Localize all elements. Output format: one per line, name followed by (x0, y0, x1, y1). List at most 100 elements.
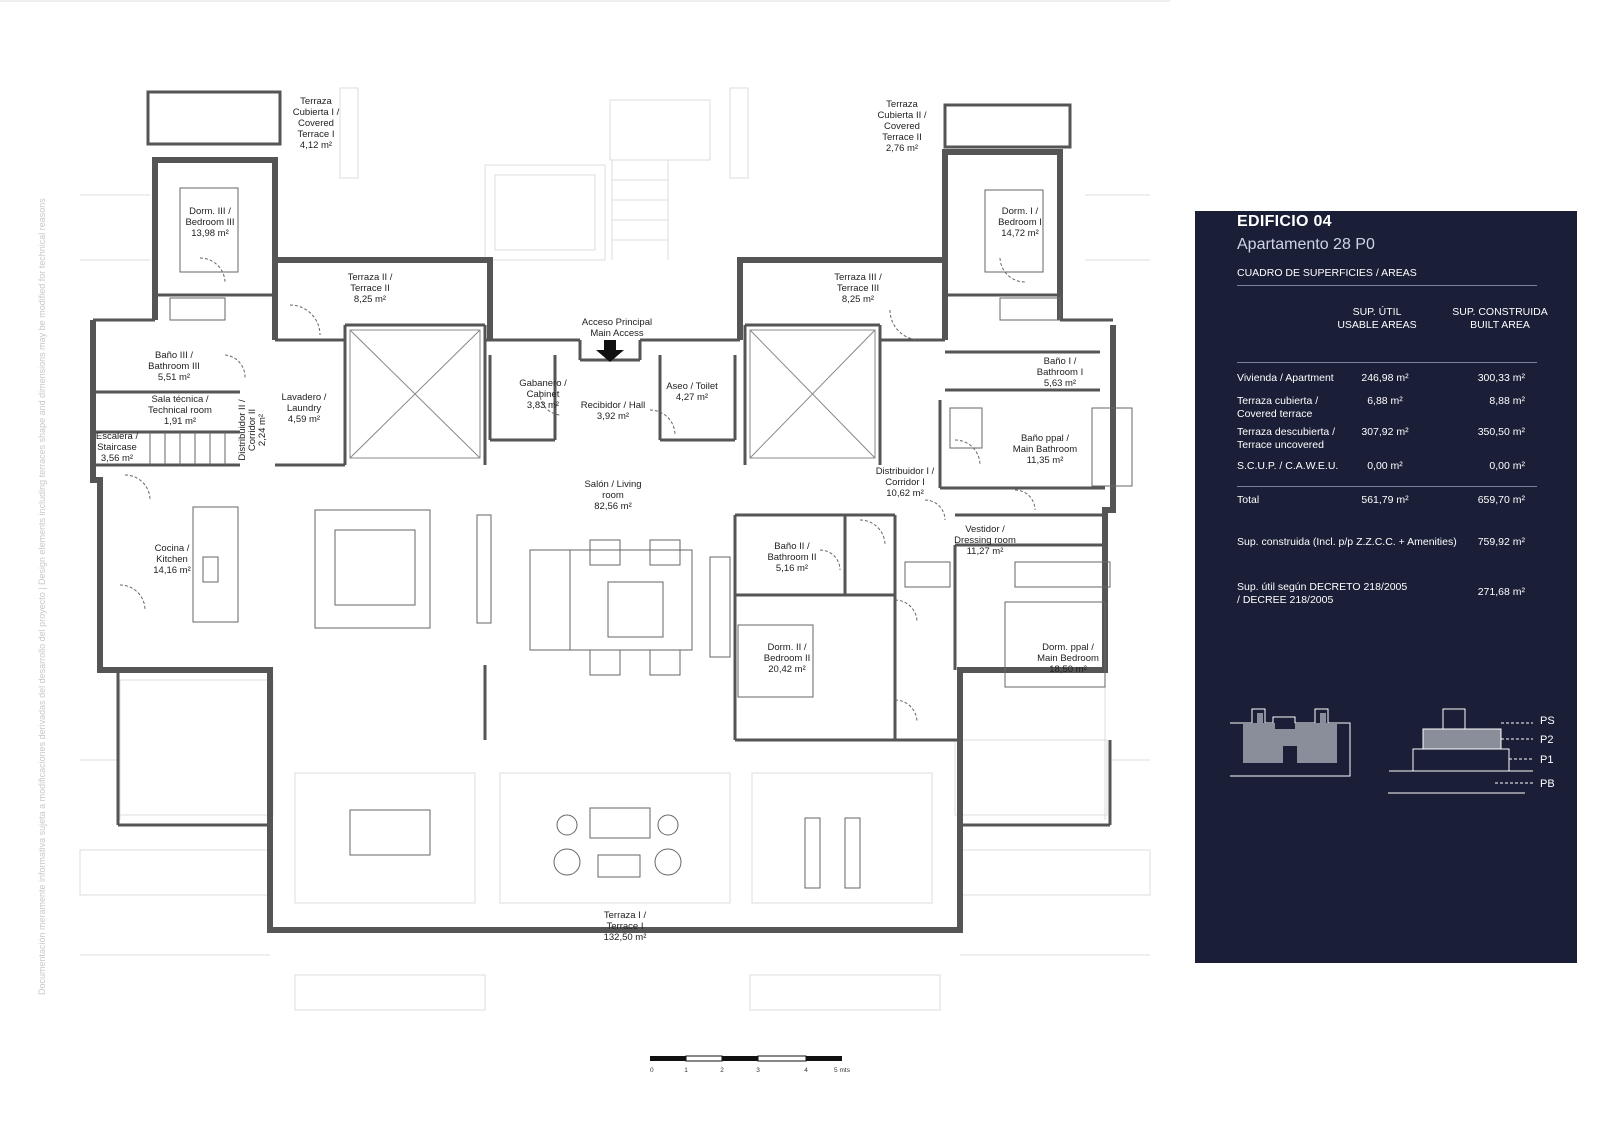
room-label-line: 5,63 m² (1044, 378, 1076, 389)
room-label-line: Bedroom II (764, 653, 810, 664)
furniture (169, 187, 1133, 889)
area-row-label-line: Terrace uncovered (1237, 439, 1324, 451)
room-label-line: 3,92 m² (597, 411, 629, 422)
room-label-line: Terrace II (350, 283, 390, 294)
room-label-line: Baño II / (774, 541, 810, 552)
area-row-label-line: Terraza descubierta / (1237, 426, 1336, 438)
room-label-line: 3,56 m² (101, 453, 133, 464)
usable-area-value: 6,88 m² (1367, 395, 1403, 407)
room-label-line: 2,76 m² (886, 143, 918, 154)
room-label-line: 2,24 m² (257, 414, 268, 446)
room-label-line: Laundry (287, 403, 322, 414)
room-label-line: 132,50 m² (604, 932, 647, 943)
room-label-line: 4,12 m² (300, 140, 332, 151)
room-label-line: Sala técnica / (151, 394, 208, 405)
area-row-label-line: Covered terrace (1237, 408, 1313, 420)
room-label-line: Kitchen (156, 554, 188, 565)
level-ps: PS (1540, 715, 1555, 727)
built-area-header: SUP. CONSTRUIDA BUILT AREA (1452, 306, 1548, 331)
room-label-line: Terraza I / (604, 910, 647, 921)
building-title: EDIFICIO 04 (1237, 213, 1332, 230)
room-label-line: Main Bathroom (1013, 444, 1078, 455)
room-label-line: Corridor I (885, 477, 925, 488)
room-label-line: Covered (884, 121, 920, 132)
usable-area-value: 0,00 m² (1367, 460, 1403, 472)
room-label-line: Terrace II (882, 132, 922, 143)
exterior-walls (90, 149, 1116, 933)
room-label-line: 4,27 m² (676, 392, 708, 403)
room-label-line: Technical room (148, 405, 212, 416)
room-label-line: 11,27 m² (967, 546, 1004, 557)
room-label-line: Lavadero / (282, 392, 327, 403)
room-label-line: Main Access (590, 328, 644, 339)
area-row-label: S.C.U.P. / C.A.W.E.U. (1237, 460, 1338, 473)
room-label-line: 14,16 m² (153, 565, 191, 576)
room-label-line: 5,16 m² (776, 563, 808, 574)
interior-walls (93, 293, 1113, 827)
room-label-line: Terraza II / (348, 272, 393, 283)
area-row-label: Terraza cubierta /Covered terrace (1237, 395, 1318, 421)
room-label-line: Staircase (97, 442, 137, 453)
level-pb: PB (1540, 778, 1555, 790)
staircase-steps (149, 432, 226, 465)
built-area-value: 350,50 m² (1477, 426, 1525, 438)
room-label-line: Bathroom I (1037, 367, 1083, 378)
usable-area-value: 246,98 m² (1361, 372, 1409, 384)
room-label-line: Bedroom I (998, 217, 1042, 228)
room-label-line: Baño III / (155, 350, 193, 361)
room-label-line: Dorm. II / (767, 642, 806, 653)
room-label-line: Baño ppal / (1021, 433, 1069, 444)
level-p1: P1 (1540, 754, 1554, 766)
room-label-corridor-2: Distribuidor II /Corridor II2,24 m² (237, 399, 268, 461)
context-linework (0, 0, 1170, 1011)
light-shafts (349, 329, 876, 459)
room-label-line: Dorm. I / (1002, 206, 1039, 217)
covered-terraces (146, 90, 1072, 149)
area-row-label: Vivienda / Apartment (1237, 372, 1334, 385)
room-label-line: 13,98 m² (191, 228, 229, 239)
room-label-line: Terraza III / (834, 272, 882, 283)
room-label-line: 1,91 m² (164, 416, 196, 427)
room-label-line: Bathroom III (148, 361, 200, 372)
divider (1237, 362, 1537, 363)
room-label-line: Distribuidor II / (237, 399, 248, 461)
room-label-line: Covered (298, 118, 334, 129)
area-row-label-line: S.C.U.P. / C.A.W.E.U. (1237, 460, 1339, 472)
apartment-subtitle: Apartamento 28 P0 (1237, 236, 1375, 253)
room-label-line: Acceso Principal (582, 317, 652, 328)
room-label-line: Cabinet (527, 389, 560, 400)
built-area-value: 0,00 m² (1489, 460, 1525, 472)
scale-tick-label: 5 mts (834, 1067, 851, 1074)
room-label-line: Terrace I (298, 129, 335, 140)
room-label-line: Salón / Living (584, 479, 641, 490)
room-label-line: Escalera / (96, 431, 139, 442)
area-row-label: Terraza descubierta /Terrace uncovered (1237, 426, 1335, 452)
room-label-line: Cubierta II / (877, 110, 926, 121)
area-row-label-line: Terraza cubierta / (1237, 395, 1319, 407)
room-label-line: Baño I / (1044, 356, 1077, 367)
room-label-line: Dorm. III / (189, 206, 231, 217)
room-label-line: Distribuidor I / (876, 466, 935, 477)
room-label-line: 82,56 m² (594, 501, 632, 512)
scale-tick-label: 0 (650, 1067, 654, 1074)
